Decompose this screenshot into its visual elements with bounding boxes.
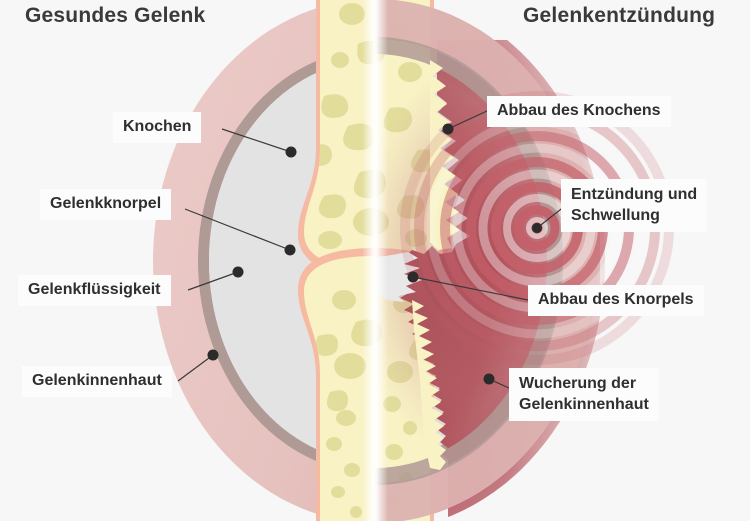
label-abbau-des-knorpels: Abbau des Knorpels — [528, 285, 704, 316]
label-wucherung-der-gelenkinnenhaut: Wucherung der Gelenkinnenhaut — [509, 368, 659, 421]
label-gelenkknorpel: Gelenkknorpel — [40, 189, 172, 220]
dot-abbau-des-knochens — [442, 123, 454, 135]
dot-gelenkinnenhaut — [207, 349, 219, 361]
dot-gelenkfluessigkeit — [232, 266, 244, 278]
title-joint-inflammation: Gelenkentzündung — [523, 4, 716, 27]
label-gelenkfluessigkeit: Gelenkflüssigkeit — [18, 275, 171, 306]
leader-abbau-des-knochens — [447, 110, 488, 130]
shaft-highlight — [362, 0, 388, 521]
title-healthy-joint: Gesundes Gelenk — [25, 4, 206, 27]
leader-gelenkknorpel — [184, 208, 291, 251]
leader-knochen — [221, 128, 292, 153]
dot-abbau-des-knorpels — [407, 271, 419, 283]
eroded-bone-spurs — [412, 60, 460, 470]
leader-gelenkfluessigkeit — [187, 271, 239, 291]
leader-gelenkinnenhaut — [177, 354, 214, 382]
label-entzuendung-und-schwellung: Entzündung und Schwellung — [561, 179, 708, 232]
leader-entzuendung — [536, 205, 566, 229]
dot-entzuendung — [532, 223, 542, 233]
leader-lines — [177, 110, 566, 389]
leader-abbau-des-knorpels — [412, 276, 529, 301]
dot-knochen — [285, 146, 297, 158]
label-abbau-des-knochens: Abbau des Knochens — [487, 96, 671, 127]
label-gelenkinnenhaut: Gelenkinnenhaut — [22, 366, 172, 397]
dot-gelenkknorpel — [284, 244, 296, 256]
dot-wucherung — [483, 373, 495, 385]
leader-dots — [207, 123, 542, 385]
label-knochen: Knochen — [113, 112, 202, 143]
